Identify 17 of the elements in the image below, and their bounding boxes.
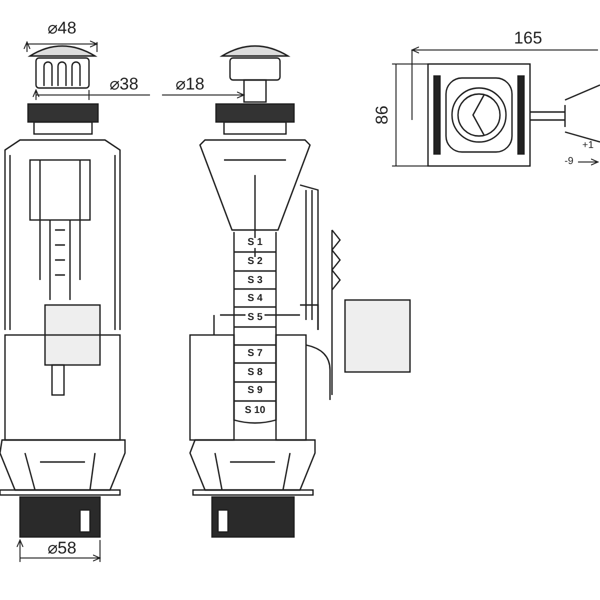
scale-mark-label: S 7 (246, 349, 264, 359)
dimension-label: 165 (514, 30, 542, 46)
scale-mark-label: S 10 (242, 406, 268, 416)
dimension-label: ⌀38 (110, 76, 138, 92)
scale-mark-label: S 2 (246, 257, 264, 267)
dimension-label: ⌀18 (176, 76, 204, 92)
scale-mark-label: S 9 (246, 386, 264, 396)
scale-mark-label: S 3 (246, 276, 264, 286)
dimension-label: 86 (374, 106, 390, 124)
dimension-label: ⌀48 (48, 20, 76, 36)
scale-mark-label: S 4 (246, 294, 264, 304)
scale-mark-label: S 1 (246, 238, 264, 248)
dimension-label: ⌀58 (48, 540, 76, 556)
scale-mark-label: S 8 (246, 368, 264, 378)
dimension-label: +1 (582, 141, 594, 151)
dimension-label: -9 (564, 157, 574, 167)
scale-mark-label: S 5 (246, 313, 264, 323)
